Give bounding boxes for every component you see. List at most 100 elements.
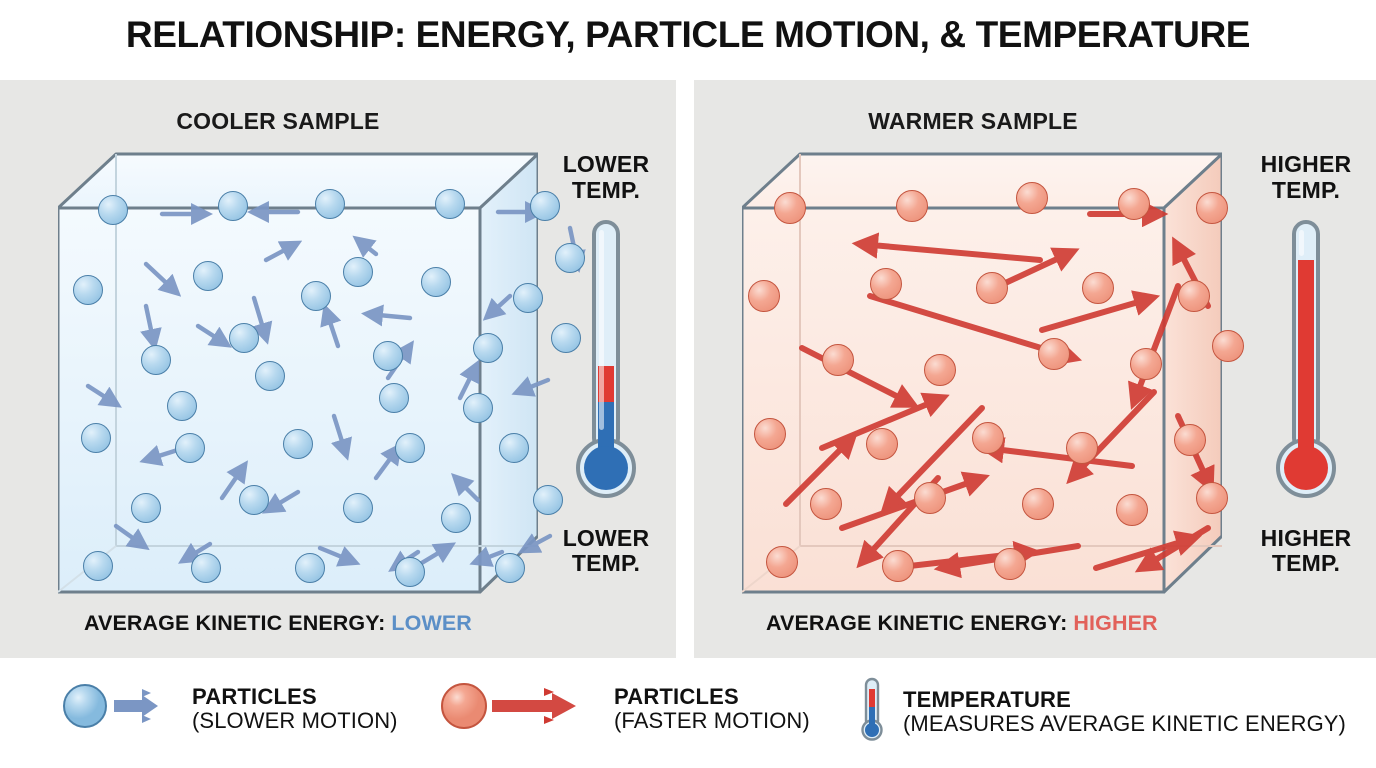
thermometer-label-bottom-cooler: LOWER TEMP. — [562, 524, 650, 577]
particle — [513, 282, 543, 313]
motion-arrow — [195, 323, 232, 348]
particle — [1118, 188, 1150, 220]
particle — [1178, 280, 1210, 312]
caption-cooler: AVERAGE KINETIC ENERGY: LOWER — [84, 611, 472, 636]
particle — [373, 341, 403, 371]
legend-subtitle-2: (MEASURES AVERAGE KINETIC ENERGY) — [903, 710, 1346, 736]
particle — [395, 432, 425, 463]
particle — [994, 548, 1026, 580]
particle — [914, 482, 946, 514]
motion-arrow — [469, 546, 505, 567]
thermometer-warmer: HIGHER TEMP. HIGHER TEMP. — [1246, 151, 1366, 577]
container-box-warmer — [742, 148, 1244, 598]
motion-arrow — [320, 303, 342, 349]
motion-arrow — [1039, 290, 1161, 333]
motion-arrow — [451, 473, 481, 503]
motion-arrow — [113, 523, 150, 551]
motion-arrow — [140, 303, 162, 351]
particle — [495, 553, 525, 583]
particle — [395, 557, 425, 587]
particle — [870, 268, 902, 300]
motion-arrow — [851, 232, 1043, 263]
particle — [1174, 423, 1206, 456]
legend-item-temperature: TEMPERATURE (MEASURES AVERAGE KINETIC EN… — [855, 676, 1346, 747]
motion-arrow — [85, 383, 122, 408]
panel-title-cooler: COOLER SAMPLE — [176, 108, 380, 134]
thermometer-label-top-cooler: LOWER TEMP. — [562, 151, 650, 203]
motion-arrow — [251, 295, 273, 345]
particle — [533, 485, 563, 515]
particle — [551, 323, 581, 353]
particle — [924, 354, 956, 386]
thermometer-cooler: LOWER TEMP. LOWER TEMP. — [546, 151, 666, 577]
motion-arrow — [373, 442, 403, 481]
particle — [82, 551, 113, 581]
particles-warmer — [742, 148, 1244, 598]
particle — [343, 257, 373, 287]
legend-title-1: PARTICLES — [614, 683, 739, 709]
caption-label-cooler: AVERAGE KINETIC ENERGY: — [84, 611, 386, 635]
legend: PARTICLES (SLOWER MOTION) — [0, 658, 1376, 768]
box-3d-warmer-svg — [742, 152, 1222, 594]
particle — [1116, 494, 1148, 526]
caption-value-cooler: LOWER — [391, 611, 472, 635]
particle — [810, 488, 842, 520]
red-particle-fast-arrows-icon — [440, 678, 600, 739]
particle — [882, 550, 914, 582]
particle — [191, 553, 221, 583]
motion-arrow — [331, 413, 352, 461]
particle — [255, 361, 285, 391]
particle — [421, 267, 451, 297]
legend-subtitle-0: (SLOWER MOTION) — [192, 707, 398, 733]
legend-item-faster-particles: PARTICLES (FASTER MOTION) — [440, 678, 810, 739]
thermometer-icon-cooler — [576, 219, 636, 498]
particle — [193, 261, 223, 291]
particle — [1038, 338, 1070, 370]
particle — [866, 428, 898, 460]
motion-arrow — [1128, 283, 1181, 410]
particle — [1082, 272, 1114, 304]
particle — [972, 422, 1004, 454]
legend-subtitle-1: (FASTER MOTION) — [614, 707, 810, 733]
caption-warmer: AVERAGE KINETIC ENERGY: HIGHER — [766, 611, 1158, 636]
particle — [896, 190, 928, 222]
particle — [748, 280, 780, 312]
particle — [499, 432, 529, 463]
motion-arrow — [317, 545, 361, 567]
box-3d-cooler-svg — [58, 152, 538, 594]
particle — [1022, 488, 1054, 520]
motion-arrow — [143, 261, 182, 297]
legend-item-slower-particles: PARTICLES (SLOWER MOTION) — [58, 678, 398, 739]
particle — [435, 189, 465, 219]
legend-title-0: PARTICLES — [192, 683, 317, 709]
motion-arrow — [880, 405, 985, 515]
particle — [530, 191, 560, 221]
particle — [141, 345, 171, 375]
particle — [379, 383, 409, 413]
particle — [301, 281, 331, 311]
particle — [1212, 330, 1244, 362]
legend-title-2: TEMPERATURE — [903, 686, 1072, 712]
thermometer-icon-warmer — [1276, 219, 1336, 498]
particle — [295, 553, 325, 583]
particle — [1130, 348, 1162, 380]
particle — [98, 195, 128, 225]
particle — [81, 423, 111, 453]
particle — [229, 323, 259, 353]
particle — [976, 272, 1008, 304]
particle — [555, 243, 585, 273]
thermometer-icon — [855, 676, 889, 747]
motion-arrow — [783, 432, 858, 507]
motion-arrow — [517, 533, 553, 554]
caption-label-warmer: AVERAGE KINETIC ENERGY: — [766, 611, 1068, 635]
motion-arrow — [219, 460, 248, 501]
motion-arrow — [263, 240, 303, 263]
motion-arrow — [482, 293, 513, 321]
particle — [175, 432, 205, 463]
panel-cooler-sample: COOLER SAMPLE — [0, 80, 676, 658]
particle — [765, 546, 798, 578]
motion-arrow — [457, 359, 480, 401]
motion-arrow — [417, 542, 457, 567]
particle — [754, 418, 786, 450]
